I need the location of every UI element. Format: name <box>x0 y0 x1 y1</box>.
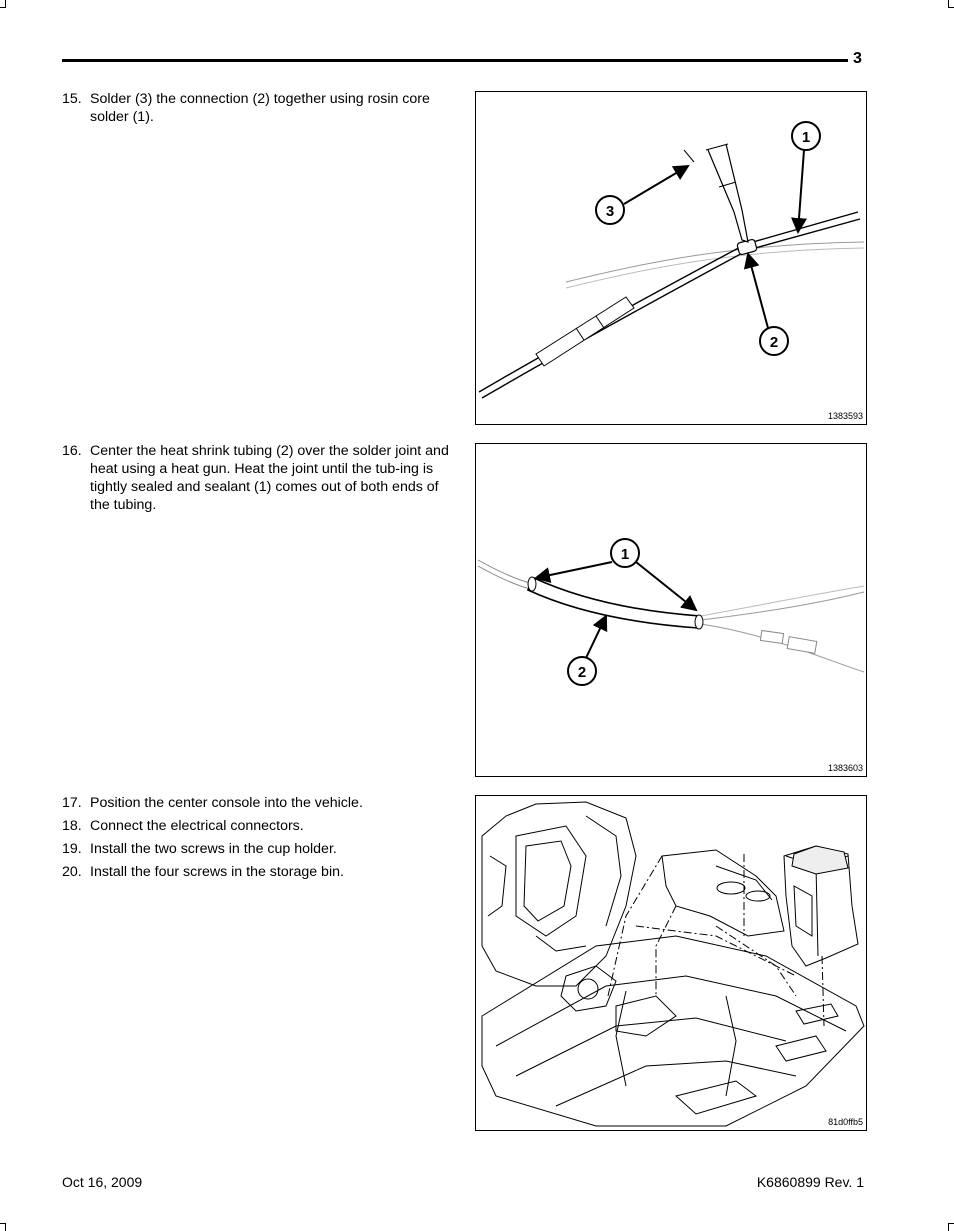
callout-label: 1 <box>802 129 810 146</box>
step-number: 16. <box>62 443 82 459</box>
step-text: Install the four screws in the storage b… <box>90 864 344 880</box>
step-19: 19. Install the two screws in the cup ho… <box>62 840 454 858</box>
step-16: 16. Center the heat shrink tubing (2) ov… <box>62 442 454 514</box>
callout-label: 3 <box>606 203 614 220</box>
figure-center-console: 81d0ffb5 <box>475 795 867 1131</box>
step-number: 19. <box>62 841 82 857</box>
step-text: Install the two screws in the cup holder… <box>90 841 337 857</box>
figure-heat-shrink: 1 2 1383603 <box>475 443 867 777</box>
footer-doc-number: K6860899 Rev. 1 <box>756 1174 864 1190</box>
step-20: 20. Install the four screws in the stora… <box>62 863 454 881</box>
callout-label: 1 <box>621 546 629 563</box>
figure-id: 1383603 <box>827 763 863 773</box>
figure-id: 81d0ffb5 <box>828 1117 863 1127</box>
crop-mark <box>5 0 6 8</box>
crop-mark <box>948 7 954 8</box>
step-number: 20. <box>62 864 82 880</box>
step-15: 15. Solder (3) the connection (2) togeth… <box>62 90 454 126</box>
crop-mark <box>948 0 949 8</box>
heat-shrink-illustration: 1 2 <box>477 538 865 686</box>
header-rule <box>62 59 848 62</box>
footer-date: Oct 16, 2009 <box>62 1174 143 1190</box>
step-17: 17. Position the center console into the… <box>62 794 454 812</box>
callout-label: 2 <box>770 334 778 351</box>
figure-id: 1383593 <box>827 411 863 421</box>
step-text: Solder (3) the connection (2) together u… <box>90 91 430 125</box>
crop-mark <box>0 7 6 8</box>
figure-solder-connection: 1 2 3 1383593 <box>475 91 867 425</box>
step-number: 15. <box>62 91 82 107</box>
step-number: 18. <box>62 818 82 834</box>
step-number: 17. <box>62 795 82 811</box>
step-18: 18. Connect the electrical connectors. <box>62 817 454 835</box>
crop-mark <box>948 1223 949 1231</box>
crop-mark <box>948 1223 954 1224</box>
console-illustration <box>481 801 865 1127</box>
crop-mark <box>5 1223 6 1231</box>
page-number: 3 <box>853 50 862 67</box>
crop-mark <box>0 1223 6 1224</box>
step-text: Center the heat shrink tubing (2) over t… <box>90 443 449 513</box>
step-text: Position the center console into the veh… <box>90 795 363 811</box>
callout-label: 2 <box>578 664 586 681</box>
step-text: Connect the electrical connectors. <box>90 818 304 834</box>
solder-illustration: 1 2 3 <box>478 121 865 399</box>
